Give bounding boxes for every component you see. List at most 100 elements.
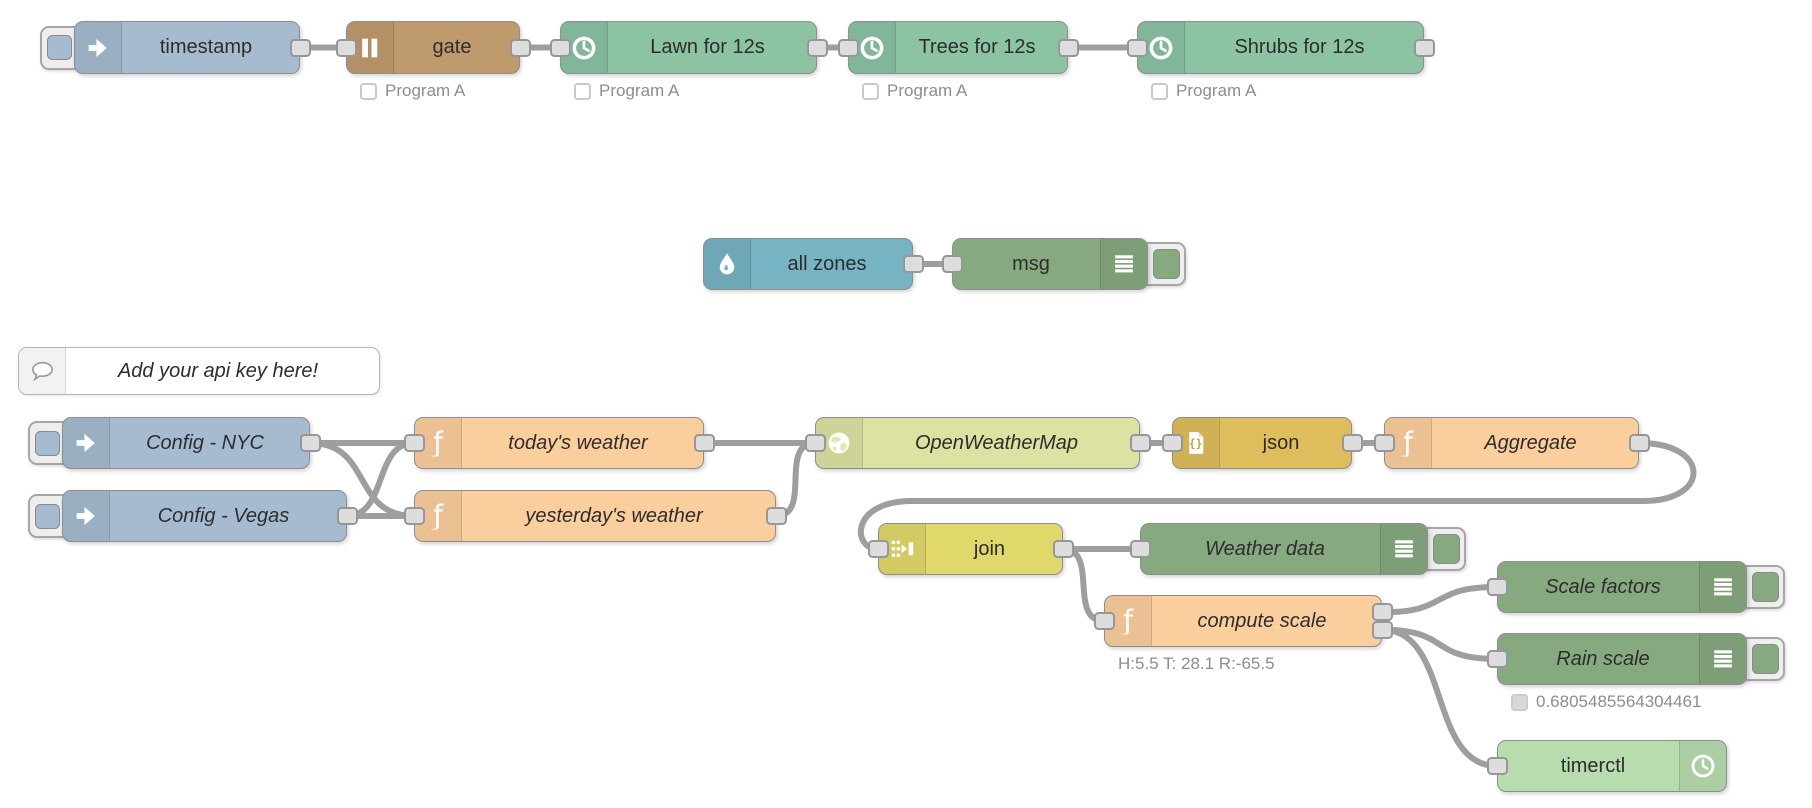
- comment-node: Add your api key here!: [18, 347, 380, 395]
- input-port[interactable]: [1486, 578, 1508, 596]
- status-text: Program A: [599, 81, 680, 100]
- inject-arrow-icon: [75, 22, 122, 73]
- comment-node-body[interactable]: [18, 347, 380, 395]
- debug-toggle-pad[interactable]: [1433, 534, 1460, 564]
- all-zones-node-body[interactable]: [703, 238, 913, 290]
- timerctl-node: timerctl: [1486, 740, 1727, 792]
- timer-node-shrubs-body[interactable]: [1137, 21, 1424, 74]
- debug-toggle-pad[interactable]: [1752, 644, 1779, 674]
- node-status: Program A: [574, 81, 679, 101]
- json-node-body[interactable]: {}: [1172, 417, 1352, 469]
- input-port[interactable]: [867, 540, 889, 558]
- input-port[interactable]: [335, 38, 357, 57]
- output-port[interactable]: [1628, 434, 1650, 452]
- input-port[interactable]: [1126, 38, 1148, 57]
- function-node-aggregate-body[interactable]: ƒ: [1384, 417, 1639, 469]
- timerctl-node-body[interactable]: [1497, 740, 1727, 792]
- timer-clock-icon: [1679, 741, 1726, 791]
- wire-join-to-computescale[interactable]: [1060, 546, 1107, 624]
- output-port[interactable]: [509, 38, 531, 57]
- status-dot-icon: [1511, 693, 1528, 711]
- input-port[interactable]: [941, 255, 963, 273]
- wire-aggregate-to-join[interactable]: [857, 440, 1697, 552]
- output-port[interactable]: [902, 255, 924, 273]
- svg-text:ƒ: ƒ: [1121, 608, 1134, 635]
- debug-node-rain-scale-body[interactable]: [1497, 633, 1747, 685]
- timer-node-trees-body[interactable]: [848, 21, 1068, 74]
- wire-computescale-to-scalefactors[interactable]: [1379, 584, 1500, 616]
- openweathermap-node: OpenWeatherMap: [804, 417, 1151, 469]
- input-port[interactable]: [403, 434, 425, 452]
- input-port[interactable]: [1486, 757, 1508, 775]
- input-port[interactable]: [549, 38, 571, 57]
- output-port[interactable]: [693, 434, 715, 452]
- node-status: Program A: [1151, 81, 1256, 101]
- output-port[interactable]: [336, 507, 358, 525]
- comment-bubble-icon: [19, 348, 66, 394]
- output-port[interactable]: [299, 434, 321, 452]
- status-ring-icon: [360, 82, 377, 100]
- debug-node-weather-data: Weather data: [1129, 523, 1466, 575]
- inject-node-config-vegas-body[interactable]: [62, 490, 347, 542]
- node-status: Program A: [862, 81, 967, 101]
- input-port[interactable]: [1373, 434, 1395, 452]
- join-node: join: [867, 523, 1074, 575]
- output-port[interactable]: [765, 507, 787, 525]
- inject-button-pad[interactable]: [35, 503, 60, 529]
- function-node-yesterdays-weather-body[interactable]: ƒ: [414, 490, 776, 542]
- debug-node-scale-factors-body[interactable]: [1497, 561, 1747, 613]
- inject-button-pad[interactable]: [35, 430, 60, 456]
- wire-confignyc-to-yesterday[interactable]: [307, 440, 417, 519]
- svg-text:ƒ: ƒ: [1401, 430, 1414, 457]
- openweathermap-node-body[interactable]: [815, 417, 1140, 469]
- output-port[interactable]: [1057, 38, 1079, 57]
- input-port[interactable]: [837, 38, 859, 57]
- debug-lines-icon: [1699, 634, 1746, 684]
- debug-toggle-pad[interactable]: [1153, 249, 1180, 279]
- debug-node-weather-data-body[interactable]: [1140, 523, 1428, 575]
- input-port[interactable]: [1129, 540, 1151, 558]
- input-port[interactable]: [1093, 612, 1115, 630]
- output-port[interactable]: [1413, 38, 1435, 57]
- wire-computescale-to-rainscale[interactable]: [1379, 626, 1500, 662]
- output-port[interactable]: [1052, 540, 1074, 558]
- output-port[interactable]: [1371, 620, 1393, 639]
- inject-node-config-nyc-body[interactable]: [62, 417, 310, 469]
- debug-toggle-pad[interactable]: [1752, 572, 1779, 602]
- wire-computescale-to-timerctl[interactable]: [1379, 626, 1500, 769]
- status-text: Program A: [385, 81, 466, 100]
- inject-button-pad[interactable]: [47, 35, 72, 60]
- wire-yesterday-to-owm[interactable]: [773, 440, 818, 519]
- output-port[interactable]: [1129, 434, 1151, 452]
- input-port[interactable]: [804, 434, 826, 452]
- all-zones-node: all zones: [703, 238, 924, 290]
- join-node-body[interactable]: [878, 523, 1063, 575]
- debug-node-msg-body[interactable]: [952, 238, 1148, 290]
- input-port[interactable]: [403, 507, 425, 525]
- timer-node-lawn-body[interactable]: [560, 21, 817, 74]
- inject-arrow-icon: [63, 418, 110, 468]
- output-port[interactable]: [1341, 434, 1363, 452]
- output-port[interactable]: [289, 38, 311, 57]
- status-ring-icon: [574, 82, 591, 100]
- function-node-todays-weather-body[interactable]: ƒ: [414, 417, 704, 469]
- input-port[interactable]: [1161, 434, 1183, 452]
- function-node-compute-scale-body[interactable]: ƒ: [1104, 595, 1382, 647]
- output-port[interactable]: [1371, 603, 1393, 622]
- output-port[interactable]: [806, 38, 828, 57]
- input-port[interactable]: [1486, 650, 1508, 668]
- inject-arrow-icon: [63, 491, 110, 541]
- inject-node-timestamp-body[interactable]: [74, 21, 300, 74]
- gate-node-body[interactable]: [346, 21, 520, 74]
- debug-node-scale-factors: Scale factors: [1486, 561, 1785, 613]
- status-ring-icon: [862, 82, 879, 100]
- status-text: Program A: [887, 81, 968, 100]
